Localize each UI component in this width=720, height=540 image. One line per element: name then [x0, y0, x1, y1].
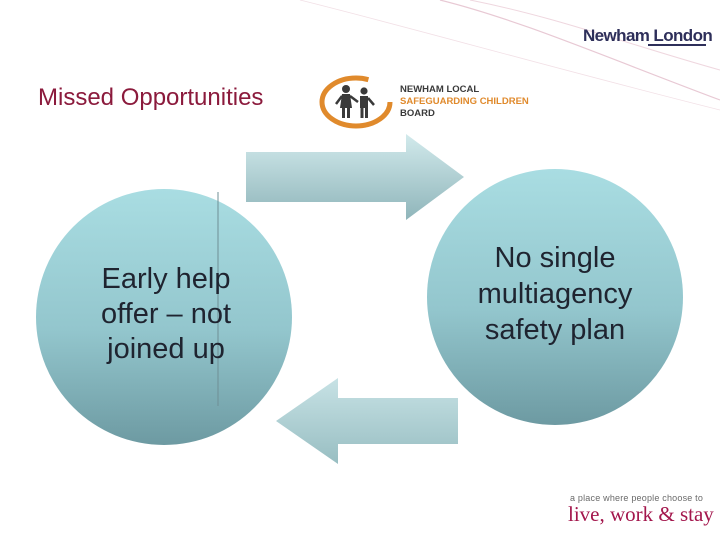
left-node-line: Early help — [101, 263, 231, 295]
logo-line-1: NEWHAM LOCAL — [400, 84, 480, 95]
left-circle — [36, 189, 292, 445]
right-circle — [427, 169, 683, 425]
left-node-line: joined up — [107, 333, 225, 365]
children-logo-icon — [319, 75, 393, 129]
right-arrow — [246, 134, 464, 220]
brand-underline — [648, 44, 706, 46]
right-node-line: safety plan — [484, 314, 626, 346]
logo-line-2: SAFEGUARDING CHILDREN — [400, 96, 529, 107]
lscb-logo: NEWHAM LOCAL SAFEGUARDING CHILDREN BOARD — [318, 74, 560, 130]
left-node-line: offer – not — [100, 298, 232, 330]
left-node-text: Early help offer – not joined up — [84, 262, 248, 367]
left-arrow — [276, 378, 458, 464]
slide-title: Missed Opportunities — [38, 84, 264, 111]
logo-line-3: BOARD — [400, 108, 435, 119]
tagline-big: live, work & stay — [568, 502, 714, 526]
decorative-swoosh — [299, 0, 720, 111]
right-node-line: multiagency — [477, 278, 633, 310]
brand-name: Newham London — [583, 26, 713, 45]
tagline-small: a place where people choose to — [570, 493, 704, 503]
right-node-text: No single multiagency safety plan — [450, 240, 660, 348]
right-node-line: No single — [494, 242, 616, 274]
